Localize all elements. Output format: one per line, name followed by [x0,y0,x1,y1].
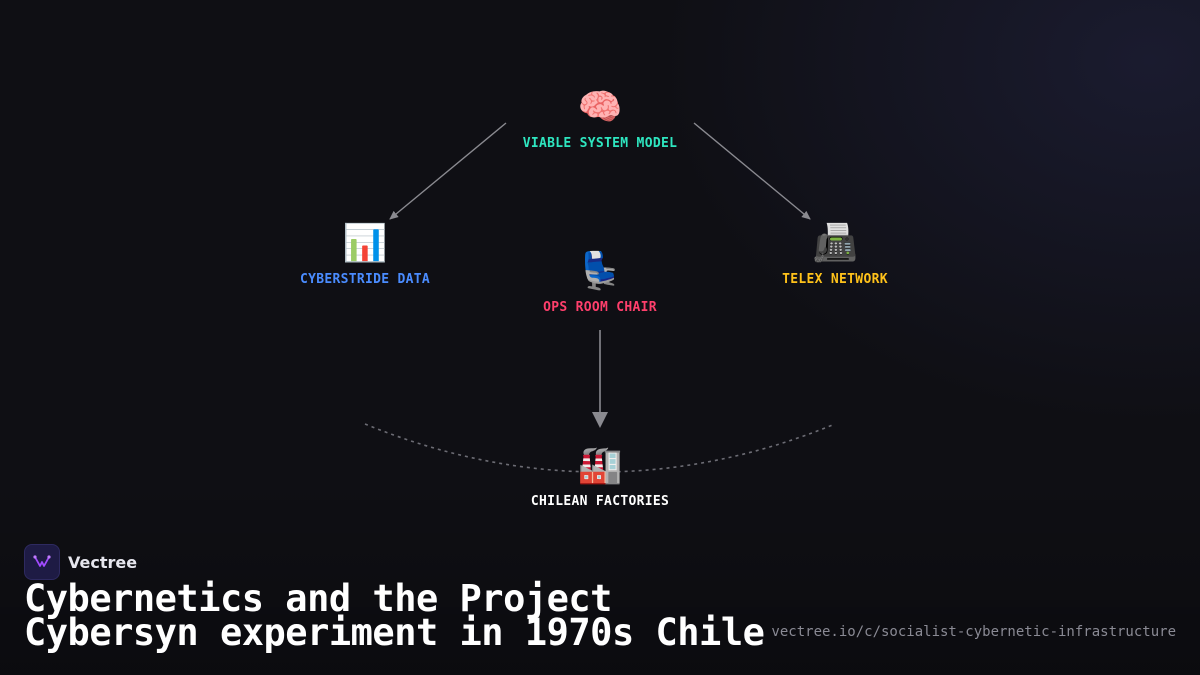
node-cyberstride-data: 📊 CYBERSTRIDE DATA [300,222,430,287]
node-ops-room-chair: 💺 OPS ROOM CHAIR [543,250,657,315]
node-chilean-factories: 🏭 CHILEAN FACTORIES [531,444,669,509]
factory-icon: 🏭 [577,445,623,486]
node-label: CHILEAN FACTORIES [530,494,670,509]
node-label: VIABLE SYSTEM MODEL [522,136,678,151]
bar-chart-icon: 📊 [342,223,388,264]
source-url[interactable]: vectree.io/c/socialist-cybernetic-infras… [771,624,1176,640]
node-label: TELEX NETWORK [782,272,888,287]
brand: Vectree [24,544,137,580]
vectree-logo-icon [24,544,60,580]
fax-machine-icon: 📠 [812,223,858,264]
node-label: OPS ROOM CHAIR [543,300,657,315]
node-viable-system-model: 🧠 VIABLE SYSTEM MODEL [523,86,677,151]
page-title: Cybernetics and the Project Cybersyn exp… [24,577,765,654]
node-label: CYBERSTRIDE DATA [299,272,431,287]
edge-vsm-to-telex [693,122,811,220]
seat-icon: 💺 [577,251,623,292]
brand-name: Vectree [68,552,138,572]
feedback-arc [364,423,836,473]
node-telex-network: 📠 TELEX NETWORK [782,222,888,287]
brain-icon: 🧠 [577,87,623,128]
edge-vsm-to-cyberstride [389,122,507,220]
